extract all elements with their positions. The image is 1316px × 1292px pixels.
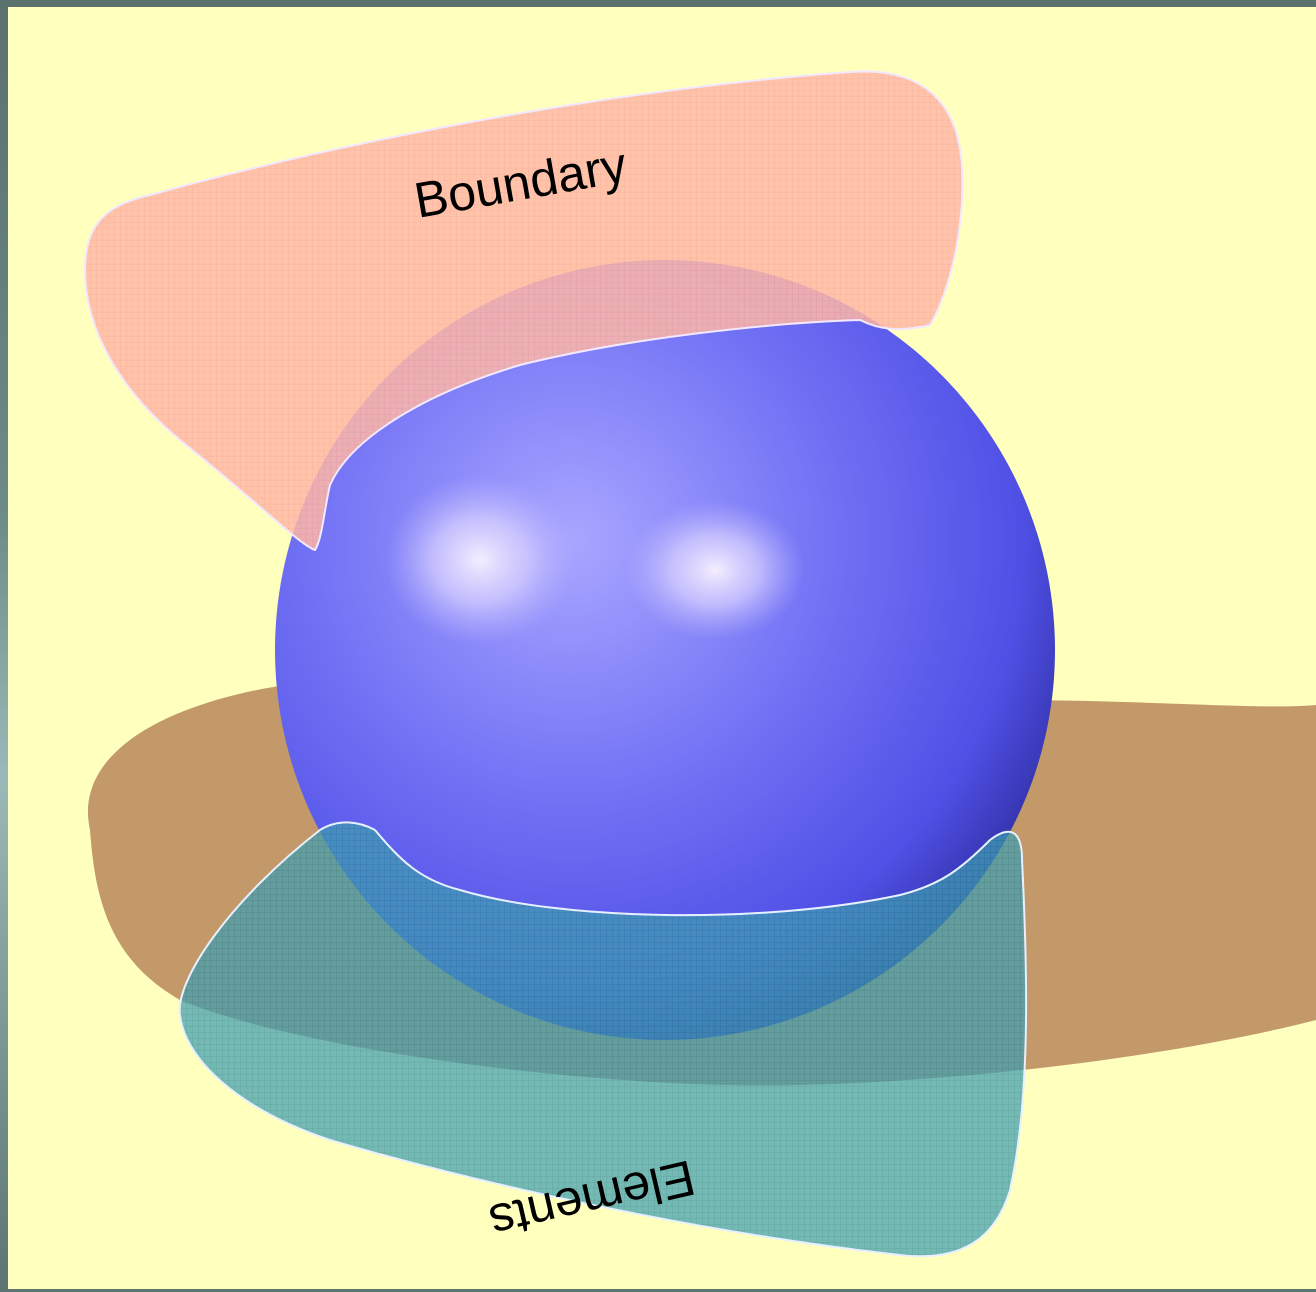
sphere — [275, 260, 1055, 1040]
boundary-region — [83, 70, 964, 552]
diagram-svg: Boundary Elements — [83, 70, 1316, 1258]
elements-region — [178, 821, 1028, 1258]
diagram-canvas: Boundary Elements — [8, 7, 1316, 1289]
